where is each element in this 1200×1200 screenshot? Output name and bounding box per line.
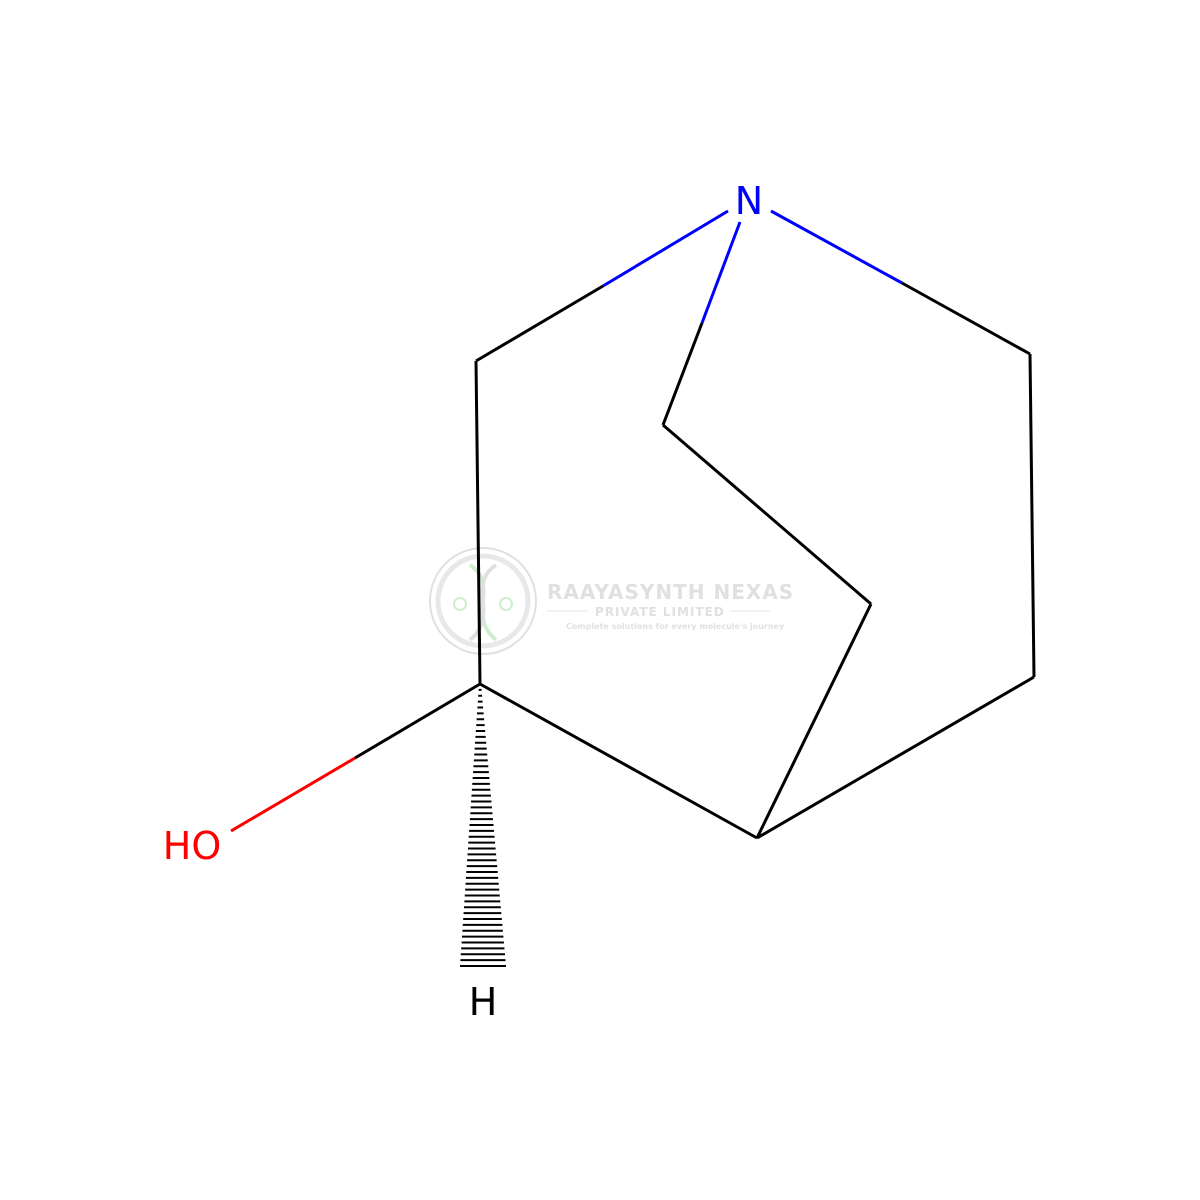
bond-c5-c4 — [756, 675, 1035, 840]
bond-c8-c4 — [755, 603, 873, 839]
bond-n-c2-blue — [602, 209, 729, 288]
watermark-subtitle: PRIVATE LIMITED — [595, 605, 725, 619]
bond-c3-c4 — [479, 682, 758, 840]
atom-labels: N HO H — [163, 179, 763, 1024]
bond-c2-c3 — [474, 360, 482, 685]
bond-n-c7-black — [661, 322, 704, 426]
bond-n-c6-blue — [770, 209, 903, 285]
bond-n-c7-blue — [700, 221, 742, 324]
hashed-wedge-bond — [460, 683, 506, 967]
watermark: RAAYASYNTH NEXAS PRIVATE LIMITED Complet… — [429, 547, 794, 655]
bond-n-c6-black — [901, 281, 1031, 356]
watermark-title: RAAYASYNTH NEXAS — [547, 580, 794, 604]
bond-n-c2-black — [475, 284, 604, 363]
bond-c3-o-red — [230, 756, 356, 833]
watermark-logo-icon — [429, 547, 537, 655]
bond-c3-o-black — [354, 682, 481, 760]
hydrogen-atom-label: H — [469, 980, 498, 1024]
bond-c6-c5 — [1028, 353, 1036, 678]
watermark-tagline: Complete solutions for every molecule's … — [566, 622, 785, 631]
bond-c7-c8 — [662, 423, 872, 606]
hydroxyl-atom-label: HO — [163, 824, 221, 868]
bonds — [230, 209, 1036, 967]
nitrogen-atom-label: N — [735, 179, 763, 223]
